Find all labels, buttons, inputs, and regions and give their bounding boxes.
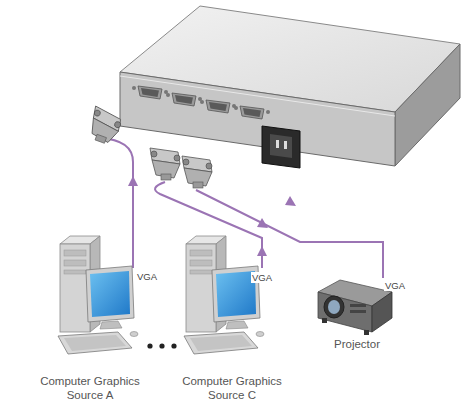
source-label: Computer Graphics Source A — [32, 374, 148, 402]
switcher-housing — [120, 6, 460, 168]
vga-cable — [100, 138, 383, 278]
signal-label: VGA — [251, 272, 273, 283]
caption-text: Projector — [317, 337, 397, 351]
source-label: Computer Graphics Source C — [174, 374, 290, 402]
signal-label: VGA — [136, 271, 158, 282]
caption-text: Computer Graphics Source C — [174, 374, 290, 402]
vga-plug — [85, 106, 212, 188]
projector-illustration — [318, 280, 392, 335]
projector-label: Projector — [317, 337, 397, 351]
caption-text: Computer Graphics Source A — [32, 374, 148, 402]
signal-label: VGA — [384, 280, 406, 291]
computer-illustration — [58, 236, 138, 354]
computer-illustration — [184, 236, 264, 354]
ellipsis-dots — [147, 343, 176, 348]
